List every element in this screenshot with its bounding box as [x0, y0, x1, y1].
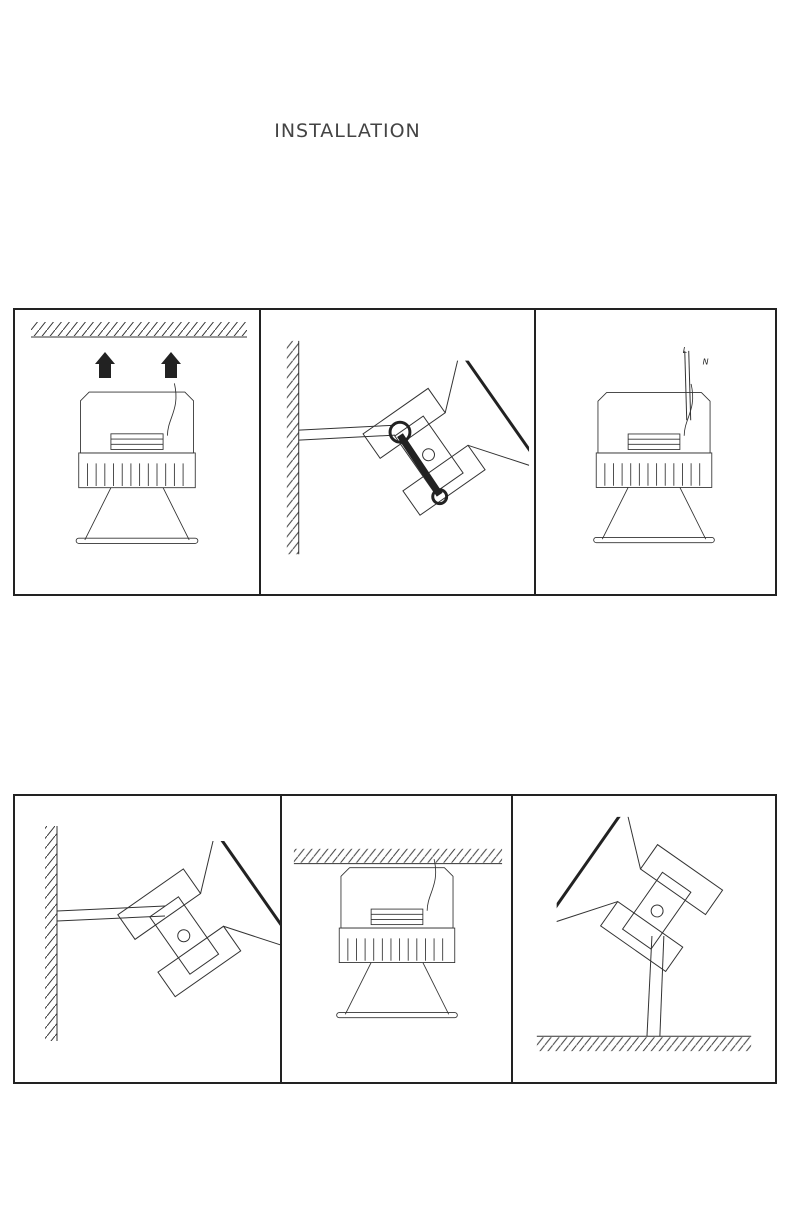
wiring-diagram: L N: [593, 346, 715, 544]
step-4-panel: [15, 796, 280, 1082]
wall-mount-wrench-diagram: [286, 340, 530, 555]
floor-mount-diagram: [536, 816, 752, 1052]
wrench-icon: [397, 433, 443, 497]
step-2-panel: [259, 310, 534, 594]
ceiling-mount-diagram: [31, 322, 247, 544]
ceiling-mount-front-diagram: [293, 848, 503, 1019]
installation-row-2: [13, 794, 777, 1084]
wire-label-l: L: [683, 346, 687, 355]
installation-row-1: L N: [13, 308, 777, 596]
wire-label-n: N: [703, 358, 709, 367]
step-3-panel: L N: [534, 310, 775, 594]
arrow-up-icon: [161, 352, 181, 378]
step-1-panel: [15, 310, 259, 594]
wall-mount-side-diagram: [45, 826, 280, 1041]
page-title: INSTALLATION: [274, 120, 421, 142]
step-5-panel: [280, 796, 511, 1082]
step-6-panel: [511, 796, 775, 1082]
arrow-up-icon: [95, 352, 115, 378]
